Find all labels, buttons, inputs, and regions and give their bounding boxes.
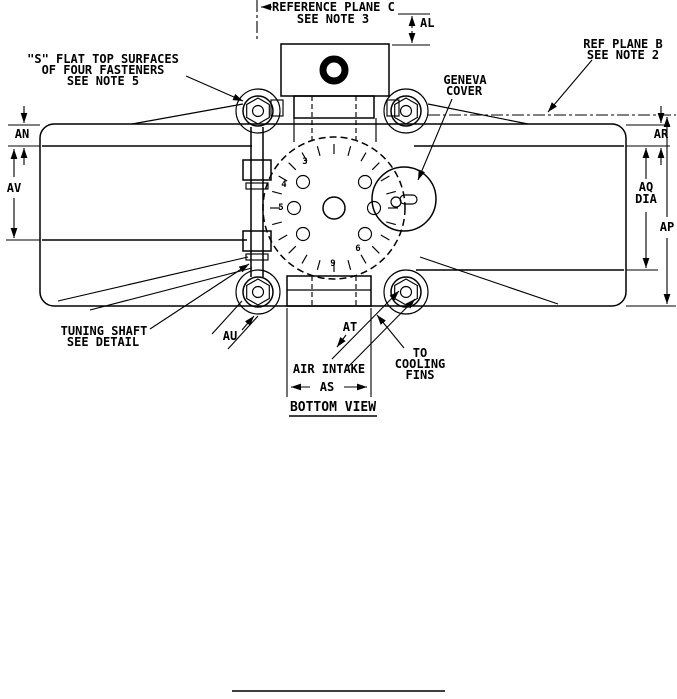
cooling-fins-label-2: COOLING — [395, 357, 446, 371]
dimension-ap-label: AP — [660, 220, 674, 234]
geneva-cover-label-2: COVER — [446, 84, 483, 98]
ref-plane-b-label-2: SEE NOTE 2 — [587, 48, 659, 62]
tuning-shaft-label-1: TUNING SHAFT — [61, 324, 148, 338]
s-flat-label-2: OF FOUR FASTENERS — [42, 63, 165, 77]
dimension-aq-dia: AQ DIA — [626, 148, 658, 271]
dimension-at: AT — [331, 290, 416, 368]
tuning-dial: 3 4 5 6 9 — [262, 136, 406, 280]
fastener-top-left — [235, 88, 281, 134]
dimension-an-label: AN — [15, 127, 29, 141]
dimension-ar: AR — [626, 106, 670, 165]
s-flat-surfaces-callout: "S" FLAT TOP SURFACES OF FOUR FASTENERS … — [27, 52, 244, 102]
dimension-as-label: AS — [320, 380, 334, 394]
dimension-an: AN — [8, 106, 40, 165]
air-intake-label: AIR INTAKE — [293, 362, 365, 376]
geneva-cover-part — [371, 166, 437, 232]
dial-tick-marks — [270, 144, 398, 272]
fastener-top-right — [383, 88, 429, 134]
reference-plane-c-label-2: SEE NOTE 3 — [297, 12, 369, 26]
tuning-shaft-callout: TUNING SHAFT SEE DETAIL — [61, 263, 250, 349]
dimension-ar-label: AR — [654, 127, 669, 141]
dimension-au: AU — [211, 300, 259, 350]
dimension-av: AV — [6, 149, 40, 241]
dimension-au-label: AU — [223, 329, 237, 343]
dimension-aq-label: AQ — [639, 180, 653, 194]
reference-plane-c-label-1: REFERENCE PLANE C — [272, 0, 395, 14]
air-intake-housing — [286, 275, 372, 307]
view-title-text: BOTTOM VIEW — [290, 400, 376, 415]
fasteners — [235, 88, 429, 315]
ref-plane-b-label-1: REF PLANE B — [583, 37, 662, 51]
cooling-fins-label-3: FINS — [406, 368, 435, 382]
air-intake-callout: AIR INTAKE — [286, 308, 372, 397]
s-flat-label-1: "S" FLAT TOP SURFACES — [27, 52, 179, 66]
dimension-av-label: AV — [7, 181, 21, 195]
s-flat-label-3: SEE NOTE 5 — [67, 74, 139, 88]
dimension-as: AS — [291, 380, 367, 394]
dimension-dia-label: DIA — [635, 192, 657, 206]
to-cooling-fins-callout: TO COOLING FINS — [376, 314, 446, 382]
cooling-fins-label-1: TO — [413, 346, 427, 360]
ref-plane-b-callout: REF PLANE B SEE NOTE 2 — [428, 37, 676, 116]
dial-numeral-6: 6 — [355, 244, 360, 254]
fastener-bottom-left — [235, 269, 281, 315]
top-gearbox-block — [270, 43, 400, 143]
dimension-at-label: AT — [343, 320, 357, 334]
dial-numeral-9: 9 — [330, 259, 335, 269]
dial-numeral-4: 4 — [281, 180, 287, 190]
gearbox-bearing-hole — [319, 55, 349, 85]
dimension-al: AL — [392, 13, 434, 46]
dimension-al-label: AL — [420, 16, 434, 30]
tuning-shaft-part — [242, 127, 272, 277]
geneva-cover-label-1: GENEVA — [443, 73, 487, 87]
view-title: BOTTOM VIEW — [289, 400, 377, 417]
dial-numeral-3: 3 — [302, 157, 307, 167]
dial-numeral-5: 5 — [278, 203, 283, 213]
reference-plane-c-callout: REFERENCE PLANE C SEE NOTE 3 — [256, 0, 395, 40]
tuning-shaft-label-2: SEE DETAIL — [67, 335, 139, 349]
dimension-ap: AP — [626, 117, 676, 307]
geneva-cover-callout: GENEVA COVER — [417, 73, 487, 181]
